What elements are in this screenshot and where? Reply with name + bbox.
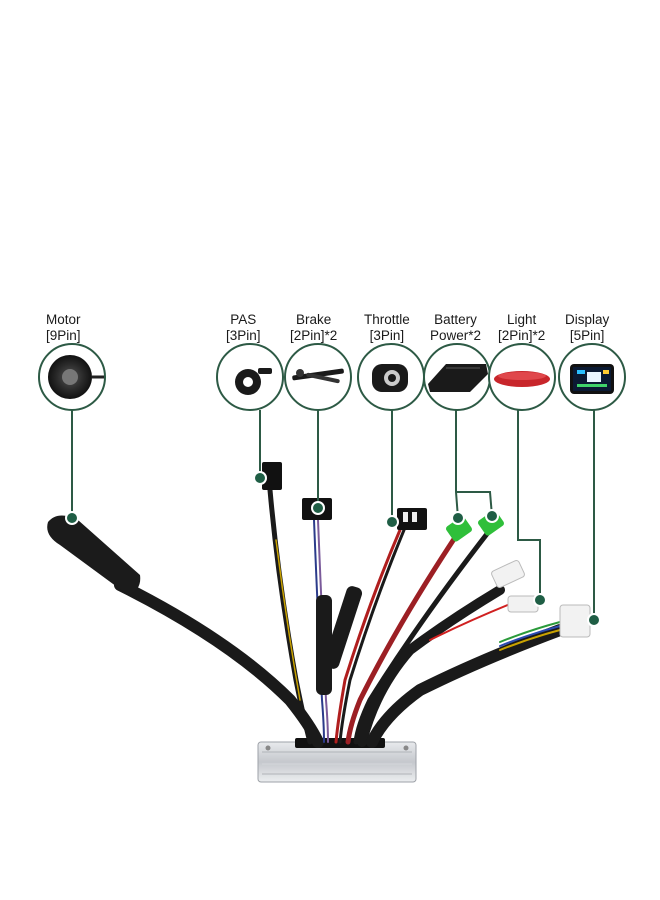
brake-lever-icon: [284, 343, 352, 411]
pas-sensor-icon: [216, 343, 284, 411]
display-label: Display [5Pin]: [565, 312, 609, 344]
pas-label: PAS [3Pin]: [226, 312, 261, 344]
light-icon: [488, 343, 556, 411]
brake-pins: [2Pin]*2: [290, 328, 338, 343]
lcd-display-icon: [558, 343, 626, 411]
motor-cable: [114, 579, 324, 748]
display-connector: [559, 604, 591, 638]
motor-label: Motor [9Pin]: [46, 312, 81, 344]
display-pins: [5Pin]: [569, 328, 605, 343]
motor-connector: [47, 515, 141, 595]
pas-name: PAS: [230, 312, 257, 327]
light-name: Light: [507, 312, 537, 327]
display-cable: [366, 624, 566, 748]
leader-dots: [65, 471, 601, 627]
pas-connector: [262, 462, 282, 490]
pas-cable: [267, 487, 313, 745]
battery-name: Battery: [434, 312, 477, 327]
light-connectors: [491, 559, 539, 613]
brake-label: Brake [2Pin]*2: [290, 312, 337, 344]
light-pins: [2Pin]*2: [498, 328, 546, 343]
thumb-throttle-icon: [357, 343, 425, 411]
brake-name: Brake: [296, 312, 332, 327]
throttle-name: Throttle: [364, 312, 410, 327]
light-cable: [357, 585, 505, 747]
throttle-cable: [334, 528, 402, 744]
battery-label: Battery Power*2: [430, 312, 481, 344]
throttle-pins: [3Pin]: [369, 328, 405, 343]
cable-harness: [114, 487, 566, 748]
throttle-label: Throttle [3Pin]: [364, 312, 410, 344]
leader-lines: [71, 410, 595, 620]
motor-pins: [9Pin]: [46, 328, 81, 343]
light-label: Light [2Pin]*2: [498, 312, 545, 344]
battery-icon: [423, 343, 491, 411]
battery-pins: Power*2: [430, 328, 482, 343]
hub-motor-icon: [38, 343, 106, 411]
display-name: Display: [565, 312, 610, 327]
motor-name: Motor: [46, 312, 81, 327]
controller-box: [257, 738, 417, 783]
pas-pins: [3Pin]: [226, 328, 261, 343]
throttle-connector: [397, 508, 427, 530]
battery-cable-red: [345, 527, 463, 745]
